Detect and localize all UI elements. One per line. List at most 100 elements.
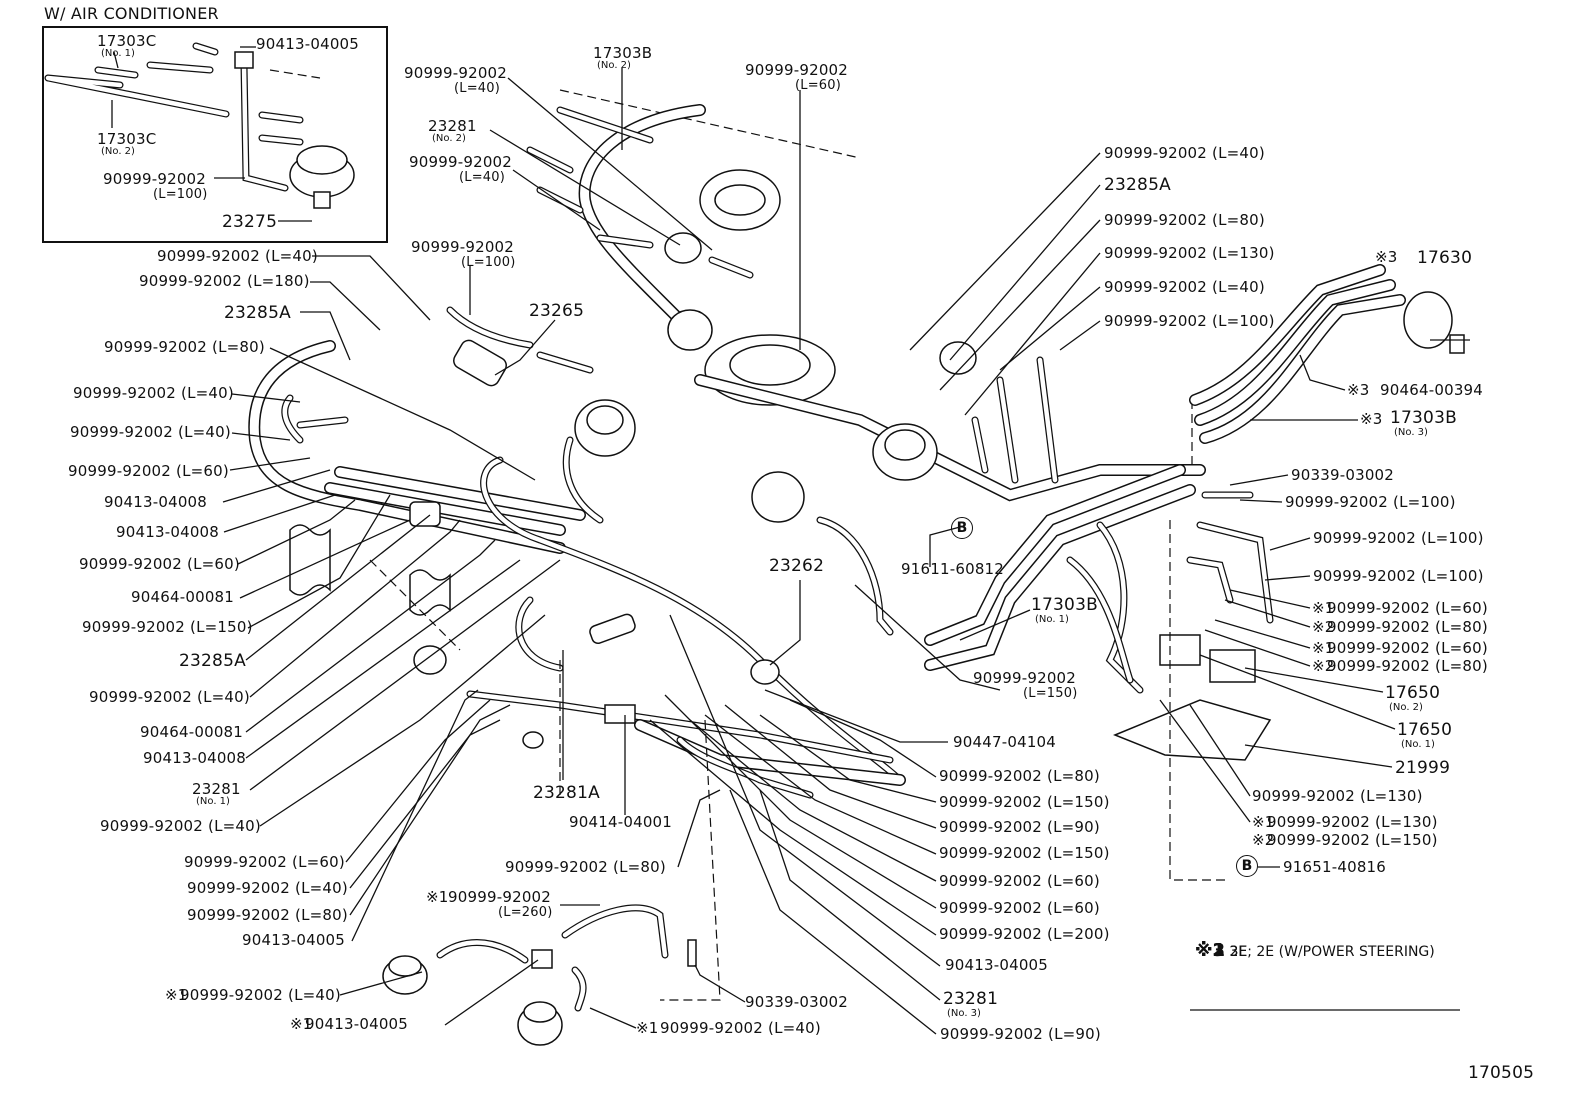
part-label: 90999-92002 (L=80)	[1327, 618, 1488, 636]
part-label: 90413-04005	[945, 956, 1049, 974]
part-label-length: (L=60)	[795, 78, 842, 93]
note-mark: ※1	[165, 986, 188, 1004]
part-label-number: (No. 1)	[101, 48, 135, 59]
part-label: 90999-92002 (L=100)	[1313, 529, 1484, 547]
part-label-length: (L=100)	[461, 255, 516, 270]
part-label: 23281A	[533, 783, 600, 803]
part-label: 90999-92002 (L=130)	[1104, 244, 1275, 262]
note-mark: ※1	[290, 1015, 313, 1033]
part-label: 90999-92002 (L=40)	[180, 986, 341, 1004]
part-label: 90999-92002 (L=80)	[505, 858, 666, 876]
reference-circle-marker: B	[951, 517, 973, 539]
part-label: 90999-92002 (L=60)	[939, 899, 1100, 917]
part-label: 91651-40816	[1283, 858, 1387, 876]
main-hose-harness	[248, 340, 906, 799]
part-label: 90999-92002 (L=100)	[1313, 567, 1484, 585]
part-label: 90999-92002	[411, 238, 515, 256]
part-label: 90413-04005	[242, 931, 346, 949]
note-mark: ※2	[1252, 831, 1275, 849]
part-label: 23262	[769, 556, 825, 576]
part-label: 90413-04008	[116, 523, 220, 541]
part-label: 90999-92002	[745, 61, 849, 79]
part-label: 90999-92002 (L=130)	[1252, 787, 1423, 805]
part-label: 90999-92002 (L=150)	[939, 793, 1110, 811]
part-label: 23275	[222, 212, 278, 232]
right-harness	[924, 264, 1465, 881]
part-label: 90999-92002 (L=130)	[1267, 813, 1438, 831]
part-label: 90999-92002 (L=60)	[1327, 639, 1488, 657]
inset-title: W/ AIR CONDITIONER	[44, 4, 219, 23]
note-mark: ※1	[426, 888, 449, 906]
part-label: 90999-92002 (L=40)	[157, 247, 318, 265]
part-label-number: (No. 1)	[196, 796, 230, 807]
part-label: 23265	[529, 301, 585, 321]
part-label-length: (L=40)	[454, 81, 501, 96]
part-label: 90999-92002 (L=80)	[1327, 657, 1488, 675]
part-label-number: (No. 2)	[432, 133, 466, 144]
part-label: 23285A	[1104, 175, 1171, 195]
note-mark: ※3	[1347, 381, 1370, 399]
part-label: 23281	[192, 780, 241, 798]
part-label-number: (No. 2)	[101, 146, 135, 157]
note-mark: ※2	[1312, 618, 1335, 636]
part-label: 90999-92002	[404, 64, 508, 82]
part-label: 90464-00394	[1380, 381, 1484, 399]
part-label: 17650	[1397, 720, 1453, 740]
note-mark: ※1	[1252, 813, 1275, 831]
part-label: 17303B	[1390, 408, 1457, 428]
part-label: 90999-92002 (L=40)	[1104, 144, 1265, 162]
part-label: 17303B	[1031, 595, 1098, 615]
part-label: 90464-00081	[140, 723, 244, 741]
part-label-number: (No. 3)	[947, 1008, 981, 1019]
part-label: 90999-92002 (L=40)	[1104, 278, 1265, 296]
part-label: 90999-92002 (L=40)	[660, 1019, 821, 1037]
part-label: 23281	[428, 117, 477, 135]
lower-parts	[289, 501, 780, 1046]
part-label: 17303C	[97, 32, 157, 50]
part-label: 17650	[1385, 683, 1441, 703]
part-label: 90999-92002 (L=150)	[1267, 831, 1438, 849]
part-label: 17303C	[97, 130, 157, 148]
part-label: 17303B	[593, 44, 653, 62]
part-label-length: (L=100)	[153, 187, 208, 202]
inset-frame	[42, 26, 388, 243]
part-label: 90999-92002 (L=150)	[939, 844, 1110, 862]
part-label: 90413-04008	[143, 749, 247, 767]
part-label-number: (No. 3)	[1394, 427, 1428, 438]
part-label: 90999-92002 (L=150)	[82, 618, 253, 636]
part-label: 90999-92002	[103, 170, 207, 188]
part-label: 90999-92002 (L=60)	[79, 555, 240, 573]
part-label: 23285A	[224, 303, 291, 323]
note-mark: ※2	[1312, 657, 1335, 675]
leader-lines	[111, 46, 1470, 1035]
part-label-length: (L=260)	[498, 905, 553, 920]
part-label: 17630	[1417, 248, 1473, 268]
part-label-number: (No. 2)	[1389, 702, 1423, 713]
note-mark: ※1	[636, 1019, 659, 1037]
inset-hoses	[44, 42, 355, 209]
part-label: 90339-03002	[745, 993, 849, 1011]
part-label: 90999-92002 (L=60)	[184, 853, 345, 871]
part-label: 90999-92002	[973, 669, 1077, 687]
part-label: 90999-92002 (L=40)	[100, 817, 261, 835]
part-label: 90999-92002 (L=90)	[939, 818, 1100, 836]
part-label: 90999-92002 (L=180)	[139, 272, 310, 290]
air-cleaner-area	[446, 89, 1206, 636]
note-mark: ※1	[1312, 639, 1335, 657]
part-label: 90999-92002 (L=60)	[68, 462, 229, 480]
part-label: 90414-04001	[569, 813, 673, 831]
part-label: 90999-92002 (L=80)	[187, 906, 348, 924]
part-label: 90999-92002 (L=60)	[939, 872, 1100, 890]
reference-circle-marker: B	[1236, 855, 1258, 877]
part-label: 90999-92002 (L=200)	[939, 925, 1110, 943]
part-label: 90999-92002 (L=40)	[70, 423, 231, 441]
part-label: 90999-92002	[448, 888, 552, 906]
part-label: 90413-04008	[104, 493, 208, 511]
part-label: 90999-92002 (L=80)	[104, 338, 265, 356]
part-label-length: (L=150)	[1023, 686, 1078, 701]
part-label-number: (No. 2)	[597, 60, 631, 71]
part-label: 91611-60812	[901, 560, 1005, 578]
part-label: 90999-92002 (L=40)	[73, 384, 234, 402]
note-mark: ※1	[1312, 599, 1335, 617]
